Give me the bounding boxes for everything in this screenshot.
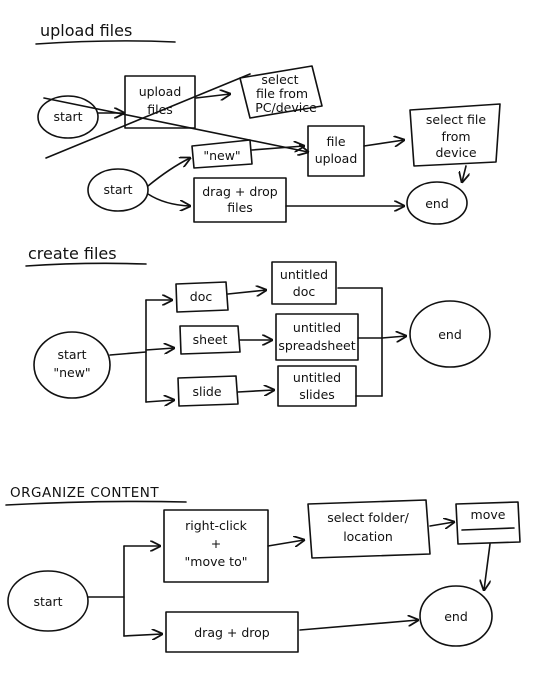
create-arrow-to-end (381, 336, 406, 338)
upload-crossed-start-label: start (53, 109, 82, 124)
create-branch-stem (109, 351, 147, 356)
upload-arrow-fileupload-to-select (363, 140, 404, 146)
upload-title: upload files (40, 21, 132, 40)
organize-dragdrop-label: drag + drop (194, 625, 270, 640)
organize-end-oval (419, 585, 493, 647)
upload-new-label: "new" (203, 148, 240, 163)
upload-file-upload-line1: file (326, 134, 345, 149)
upload-start-oval (87, 168, 149, 212)
upload-crossed-parallelogram (239, 65, 323, 119)
organize-section: ORGANIZE CONTENT start right-click + "mo… (5, 485, 521, 653)
organize-select-folder-box (307, 499, 431, 559)
create-untitled-slides-box (277, 365, 357, 407)
create-untitled-sheet-box (275, 313, 359, 361)
upload-strike-line-2 (43, 97, 308, 152)
upload-drag-line2: files (227, 200, 253, 215)
create-section: create files start "new" doc sheet slide… (25, 244, 491, 407)
upload-select-file-box (409, 103, 501, 167)
upload-file-upload-line2: upload (315, 151, 358, 166)
create-untitled-doc-line2: doc (293, 284, 316, 299)
create-sheet-box (179, 325, 241, 355)
organize-arrow-rightclick-to-select (267, 540, 304, 546)
create-slide-label: slide (192, 384, 221, 399)
upload-start-label: start (103, 182, 132, 197)
create-end-oval (409, 300, 491, 368)
upload-select-file-line3: device (435, 145, 476, 160)
upload-arrow-start-to-drag (147, 193, 190, 206)
upload-drag-line1: drag + drop (202, 184, 278, 199)
organize-end-label: end (444, 609, 468, 624)
upload-file-upload-box (307, 125, 365, 177)
upload-crossed-start-oval (37, 95, 99, 139)
upload-select-file-line2: from (441, 129, 470, 144)
create-arrow-to-sheet (145, 348, 174, 350)
upload-arrow-to-select (195, 94, 230, 98)
upload-strike-line-1 (45, 73, 251, 159)
create-untitled-doc-line1: untitled (280, 267, 328, 282)
organize-select-folder-line2: location (343, 529, 393, 544)
upload-arrow-new-to-fileupload (251, 146, 304, 150)
upload-drag-box (193, 177, 287, 223)
upload-crossed-para-line1: select (261, 72, 298, 87)
upload-crossed-box (124, 75, 196, 129)
create-untitled-slides-line2: slides (299, 387, 335, 402)
create-slide-box (177, 375, 239, 407)
create-untitled-slides-line1: untitled (293, 370, 341, 385)
organize-arrow-select-to-move (429, 522, 454, 526)
create-title: create files (28, 244, 117, 263)
create-arrow-to-slide (145, 400, 174, 402)
upload-arrow-select-to-end (462, 165, 466, 182)
upload-new-box (191, 139, 253, 169)
create-title-underline (25, 262, 147, 267)
organize-start-oval (7, 570, 89, 632)
upload-crossed-box-line1: upload (139, 84, 182, 99)
create-untitled-sheet-line1: untitled (293, 320, 341, 335)
create-untitled-sheet-line2: spreadsheet (278, 338, 355, 353)
organize-title-underline (5, 500, 187, 506)
create-sheet-label: sheet (193, 332, 228, 347)
organize-start-label: start (33, 594, 62, 609)
create-doc-label: doc (190, 289, 213, 304)
upload-crossed-para-line3: PC/device (255, 100, 317, 115)
organize-title: ORGANIZE CONTENT (10, 485, 159, 501)
organize-rightclick-line2: + (211, 536, 221, 551)
organize-move-label: move (471, 507, 506, 522)
organize-move-box (455, 501, 521, 545)
upload-title-underline (35, 40, 176, 45)
organize-select-folder-line1: select folder/ (327, 510, 409, 525)
create-start-line1: start (57, 347, 86, 362)
create-arrow-slide-to-untitled (237, 390, 274, 392)
upload-end-oval (406, 181, 468, 225)
create-doc-box (175, 281, 229, 313)
create-start-oval (33, 331, 111, 399)
upload-select-file-line1: select file (426, 112, 486, 127)
organize-arrow-move-to-end (484, 543, 490, 590)
organize-dragdrop-box (165, 611, 299, 653)
organize-move-inner-line (461, 527, 515, 531)
create-end-label: end (438, 327, 462, 342)
organize-arrow-dragdrop-to-end (299, 620, 418, 631)
create-untitled-doc-box (271, 261, 337, 305)
upload-end-label: end (425, 196, 449, 211)
organize-rightclick-line1: right-click (185, 518, 248, 533)
upload-section: upload files start upload files select f… (35, 21, 501, 225)
organize-rightclick-line3: "move to" (185, 554, 248, 569)
upload-crossed-para-line2: file from (256, 86, 308, 101)
organize-arrow-to-dragdrop (123, 634, 162, 636)
create-start-line2: "new" (53, 365, 90, 380)
create-arrow-doc-to-untitled (227, 290, 266, 294)
upload-arrow-start-to-new (147, 158, 190, 187)
